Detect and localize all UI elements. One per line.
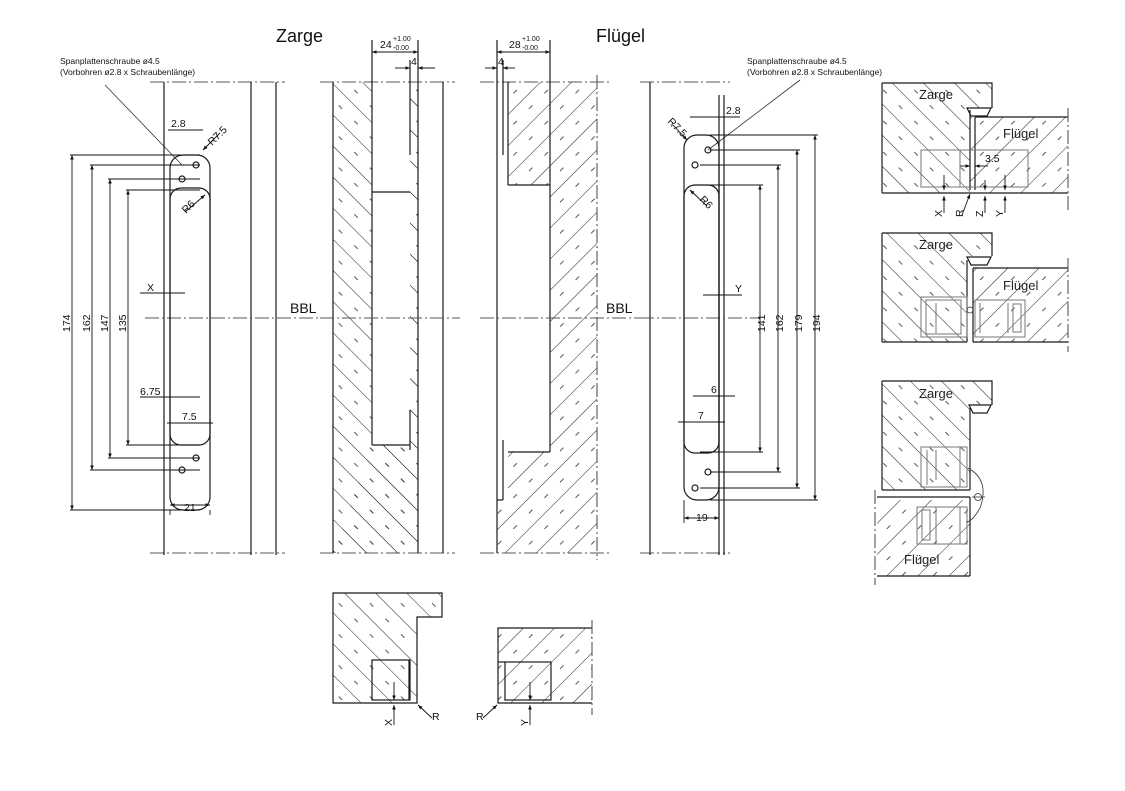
zarge-bottom-r: R <box>432 711 440 723</box>
screw-note-left-line1: Spanplattenschraube ø4.5 <box>60 56 160 66</box>
dim-fluegel-tol-upper: +1.00 <box>522 36 540 43</box>
dim-zarge-7-5: 7.5 <box>182 411 197 423</box>
dim-fluegel-r6: R6 <box>697 194 715 212</box>
detail-2 <box>881 232 1069 352</box>
detail-1-fluegel: Flügel <box>1003 126 1039 141</box>
detail-1-y: Y <box>994 210 1006 217</box>
dim-fluegel-7: 7 <box>698 410 704 422</box>
zarge-plate-view <box>70 81 330 555</box>
dim-zarge-hole-offset: 2.8 <box>171 118 186 130</box>
dim-zarge-21: 21 <box>184 502 196 514</box>
dim-fluegel-depth: 28 <box>509 39 521 51</box>
zarge-bottom-x: X <box>383 719 395 726</box>
dim-zarge-162: 162 <box>81 314 93 332</box>
zarge-section <box>320 40 460 554</box>
dim-fluegel-tol-lower: -0.00 <box>522 45 538 52</box>
fluegel-bottom-y: Y <box>519 719 531 726</box>
fluegel-plate-view <box>640 81 818 555</box>
title-zarge: Zarge <box>276 26 323 46</box>
dim-fluegel-r7-5: R7.5 <box>665 116 689 140</box>
detail-1-gap: 3.5 <box>985 153 1000 165</box>
dim-fluegel-141: 141 <box>756 314 768 332</box>
detail-3 <box>874 380 993 585</box>
dim-fluegel-hole-offset: 2.8 <box>726 105 741 117</box>
dim-zarge-147: 147 <box>99 314 111 332</box>
title-fluegel: Flügel <box>596 26 645 46</box>
detail-1 <box>881 82 1069 216</box>
screw-note-right-line1: Spanplattenschraube ø4.5 <box>747 56 847 66</box>
fluegel-section <box>480 40 640 560</box>
fluegel-bottom-section <box>482 620 593 725</box>
detail-1-z: Z <box>974 210 986 217</box>
dim-fluegel-194: 194 <box>811 314 823 332</box>
dim-zarge-r7-5: R7.5 <box>206 124 230 148</box>
dim-zarge-174: 174 <box>61 314 73 332</box>
dim-fluegel-179: 179 <box>793 314 805 332</box>
screw-note-right-line2: (Vorbohren ø2.8 x Schraubenlänge) <box>747 67 882 77</box>
dim-zarge-tol-lower: -0.00 <box>393 45 409 52</box>
detail-1-x: X <box>933 210 945 217</box>
detail-2-zarge: Zarge <box>919 237 953 252</box>
dim-fluegel-y: Y <box>735 283 742 295</box>
dim-zarge-6-75: 6.75 <box>140 386 161 398</box>
bbl-label-right: BBL <box>606 300 633 316</box>
zarge-bottom-section <box>332 592 443 725</box>
detail-3-fluegel: Flügel <box>904 552 940 567</box>
detail-2-fluegel: Flügel <box>1003 278 1039 293</box>
dim-zarge-r6: R6 <box>180 198 198 216</box>
dim-fluegel-step: 4 <box>498 56 504 68</box>
screw-leader-left <box>104 84 183 166</box>
dim-fluegel-6: 6 <box>711 384 717 396</box>
dim-zarge-135: 135 <box>117 314 129 332</box>
dim-zarge-step: 4 <box>411 56 417 68</box>
fluegel-bottom-r: R <box>476 711 484 723</box>
dim-zarge-tol-upper: +1.00 <box>393 36 411 43</box>
dim-zarge-depth: 24 <box>380 39 392 51</box>
screw-leader-right <box>707 79 801 151</box>
dim-fluegel-162: 162 <box>774 314 786 332</box>
dim-fluegel-19: 19 <box>696 512 708 524</box>
detail-1-r: R <box>954 209 966 217</box>
detail-3-zarge: Zarge <box>919 386 953 401</box>
bbl-label-left: BBL <box>290 300 317 316</box>
screw-note-left-line2: (Vorbohren ø2.8 x Schraubenlänge) <box>60 67 195 77</box>
detail-1-zarge: Zarge <box>919 87 953 102</box>
dim-zarge-x: X <box>147 282 154 294</box>
